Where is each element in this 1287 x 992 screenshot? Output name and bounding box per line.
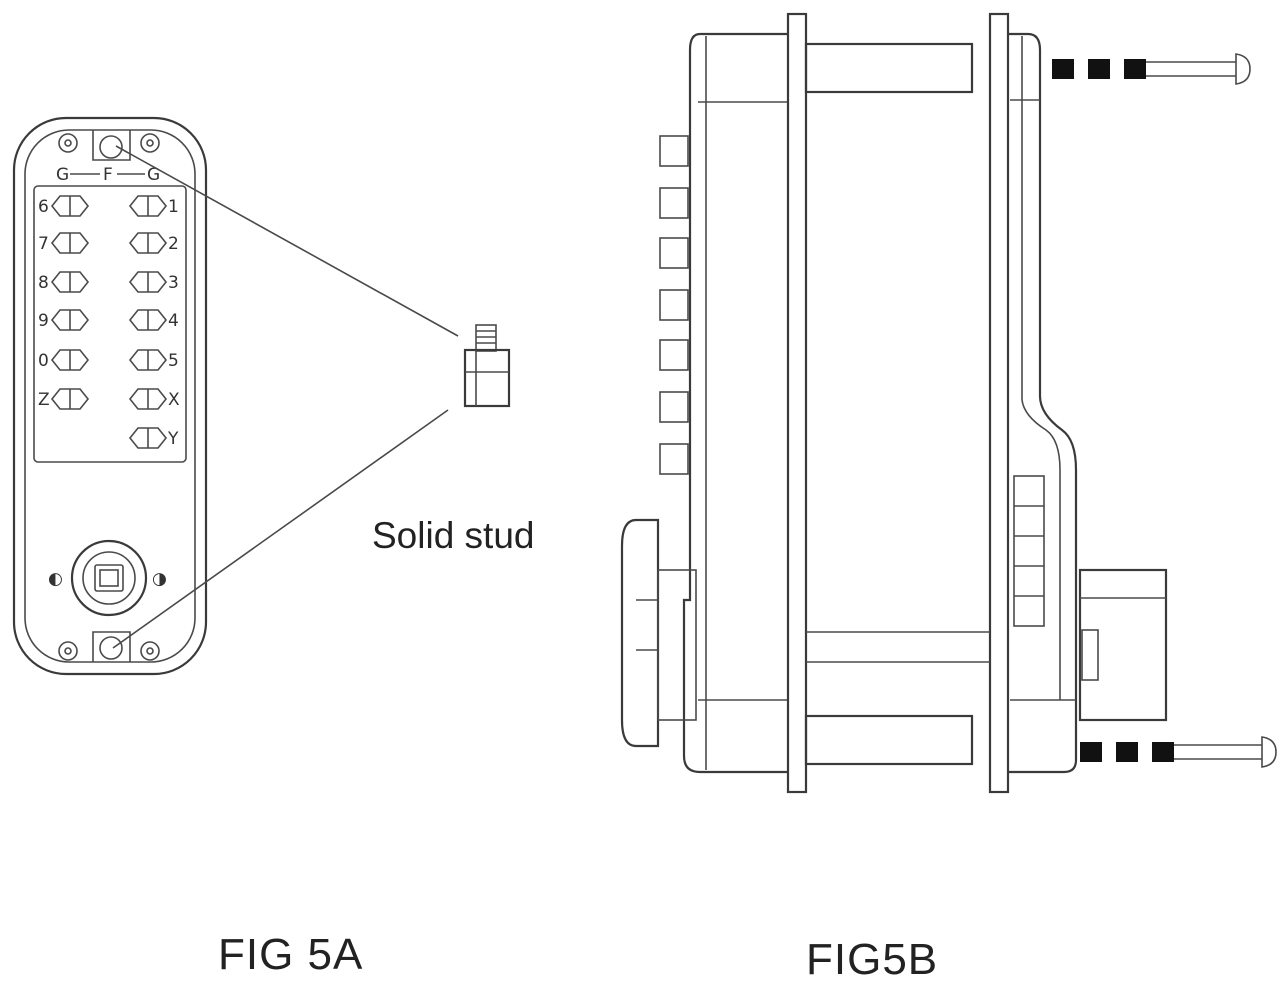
svg-text:8: 8 bbox=[38, 273, 49, 293]
door-plate-front bbox=[786, 12, 808, 794]
solid-stud-icon bbox=[463, 324, 511, 408]
keypad-front-view: G F G 6 7 8 9 bbox=[12, 116, 208, 676]
svg-text:3: 3 bbox=[168, 273, 179, 293]
top-mounting-holes bbox=[58, 130, 160, 161]
svg-text:4: 4 bbox=[168, 311, 179, 331]
svg-text:Y: Y bbox=[167, 429, 179, 449]
fig-5b-caption: FIG5B bbox=[806, 935, 939, 984]
left-key-column: 6 7 8 9 0 Z bbox=[38, 195, 90, 410]
door-plate-rear bbox=[988, 12, 1010, 794]
side-knob bbox=[620, 518, 697, 748]
svg-text:0: 0 bbox=[38, 351, 49, 371]
key-8[interactable]: 8 bbox=[38, 271, 90, 293]
fig-5a-caption: FIG 5A bbox=[218, 930, 364, 979]
svg-text:Z: Z bbox=[38, 390, 50, 410]
key-9[interactable]: 9 bbox=[38, 309, 90, 331]
lock-side-view bbox=[620, 12, 1277, 794]
svg-text:◑: ◑ bbox=[152, 569, 167, 589]
top-screw bbox=[1052, 53, 1251, 85]
top-mark-label: F bbox=[103, 165, 113, 185]
solid-stud-label: Solid stud bbox=[372, 515, 535, 556]
svg-text:X: X bbox=[168, 390, 180, 410]
keypad-knob[interactable]: ◐ ◑ bbox=[48, 539, 167, 617]
svg-text:G: G bbox=[147, 165, 160, 185]
svg-text:◐: ◐ bbox=[48, 569, 63, 589]
top-mark-row: G F G bbox=[56, 165, 160, 185]
right-key-column: 1 2 3 4 5 X Y bbox=[128, 195, 180, 449]
key-6[interactable]: 6 bbox=[38, 195, 90, 217]
key-panel bbox=[33, 185, 187, 463]
key-y[interactable]: Y bbox=[128, 427, 179, 449]
bottom-mounting-holes bbox=[58, 631, 160, 662]
svg-text:1: 1 bbox=[168, 197, 179, 217]
key-0[interactable]: 0 bbox=[38, 349, 90, 371]
stud-leader-lines bbox=[112, 145, 459, 649]
key-1[interactable]: 1 bbox=[128, 195, 179, 217]
key-7[interactable]: 7 bbox=[38, 232, 90, 254]
key-5[interactable]: 5 bbox=[128, 349, 179, 371]
key-z[interactable]: Z bbox=[38, 388, 90, 410]
key-4[interactable]: 4 bbox=[128, 309, 179, 331]
svg-text:G: G bbox=[56, 165, 69, 185]
key-3[interactable]: 3 bbox=[128, 271, 179, 293]
svg-text:2: 2 bbox=[168, 234, 179, 254]
svg-text:7: 7 bbox=[38, 234, 49, 254]
svg-text:9: 9 bbox=[38, 311, 49, 331]
svg-text:5: 5 bbox=[168, 351, 179, 371]
svg-text:6: 6 bbox=[38, 197, 49, 217]
key-2[interactable]: 2 bbox=[128, 232, 179, 254]
side-buttons bbox=[659, 135, 689, 475]
key-x[interactable]: X bbox=[128, 388, 180, 410]
bottom-screw bbox=[1080, 736, 1277, 768]
